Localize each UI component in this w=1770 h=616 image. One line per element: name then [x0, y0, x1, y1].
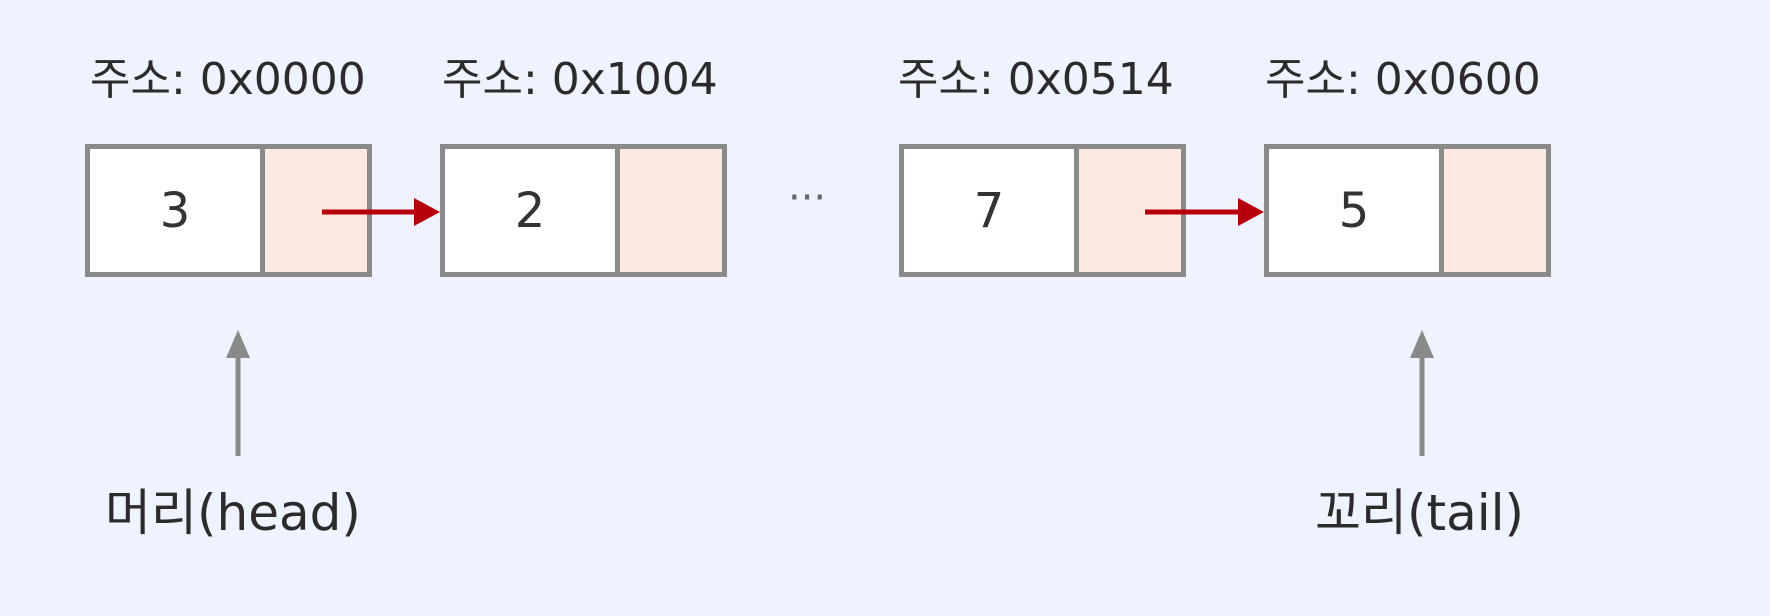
node-3-address: 주소: 0x0600 — [1265, 54, 1541, 105]
tail-pointer-arrow — [1410, 330, 1434, 456]
link-arrow-0-to-1 — [322, 198, 440, 226]
head-label: 머리(head) — [105, 484, 361, 542]
node-3: 5 — [1264, 144, 1551, 277]
node-0: 3 — [85, 144, 372, 277]
node-3-value: 5 — [1269, 149, 1444, 272]
node-1: 2 — [440, 144, 727, 277]
head-pointer-arrow — [226, 330, 250, 456]
node-1-address: 주소: 0x1004 — [442, 54, 718, 105]
node-2: 7 — [899, 144, 1186, 277]
link-arrow-2-to-3 — [1145, 198, 1264, 226]
node-3-pointer-cell — [1444, 149, 1546, 272]
node-1-pointer-cell — [620, 149, 722, 272]
tail-label: 꼬리(tail) — [1315, 484, 1525, 542]
node-2-address: 주소: 0x0514 — [898, 54, 1174, 105]
node-1-value: 2 — [445, 149, 620, 272]
node-0-address: 주소: 0x0000 — [90, 54, 366, 105]
ellipsis: ··· — [788, 175, 827, 221]
node-0-value: 3 — [90, 149, 265, 272]
node-2-value: 7 — [904, 149, 1079, 272]
